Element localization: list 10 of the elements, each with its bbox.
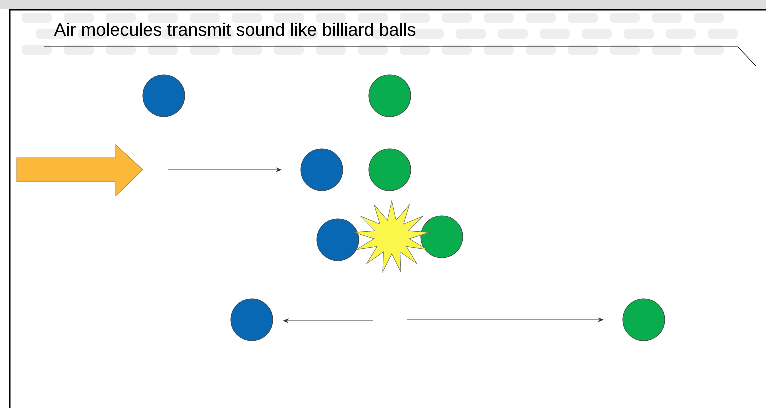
- ball: [622, 298, 666, 342]
- ball: [230, 298, 274, 342]
- ball: [368, 148, 412, 192]
- ball: [368, 74, 412, 118]
- ball: [316, 218, 360, 262]
- ball: [420, 216, 464, 258]
- title: Air molecules transmit sound like billiard balls: [54, 22, 416, 36]
- ball: [300, 148, 344, 192]
- ball: [142, 74, 186, 118]
- collision-burst: [354, 200, 430, 272]
